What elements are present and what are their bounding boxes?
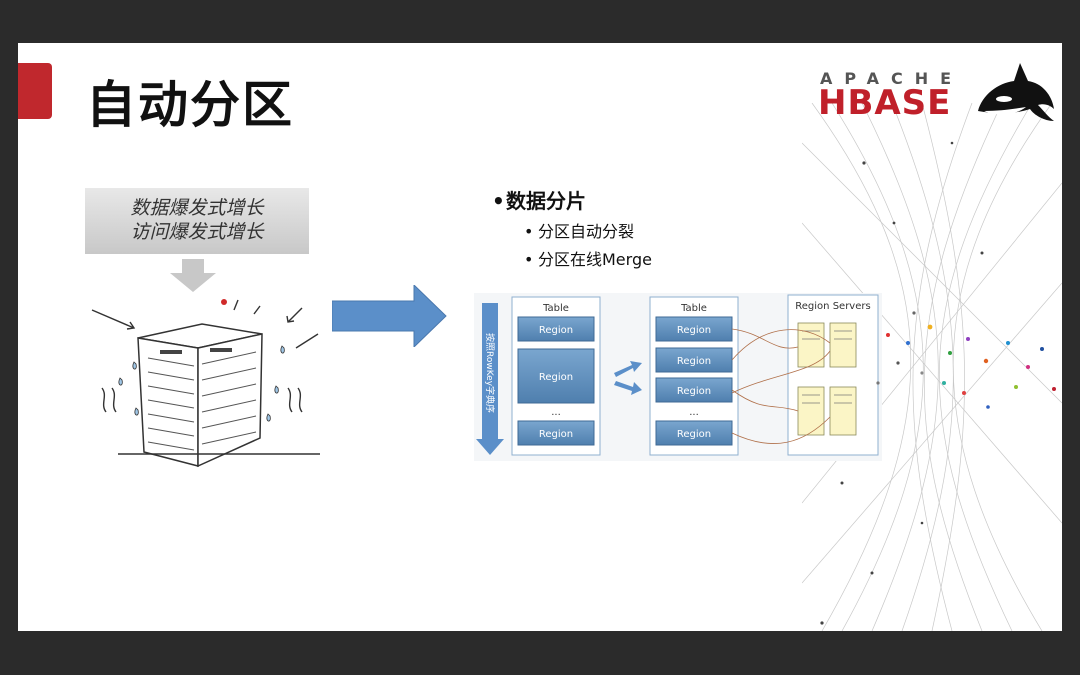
logo-apache-text: APACHE bbox=[820, 69, 964, 88]
rowkey-arrow-head bbox=[476, 439, 504, 455]
region-diagram: 按照RowKey字典序 Table Region Region ... Regi… bbox=[474, 293, 882, 461]
right-arrow-icon bbox=[332, 285, 447, 347]
table2-label: Table bbox=[680, 303, 707, 314]
hbase-logo: APACHE HBASE bbox=[818, 57, 1058, 137]
table2-region-2-label: Region bbox=[677, 356, 711, 367]
orca-icon bbox=[978, 63, 1054, 121]
servers-label: Region Servers bbox=[795, 301, 870, 312]
split-arrow-down-icon bbox=[614, 381, 642, 395]
decorative-dots bbox=[876, 311, 1056, 409]
bullet-main-text: 数据分片 bbox=[506, 189, 586, 213]
rowkey-arrow-bar bbox=[482, 303, 498, 441]
slide: 自动分区 APACHE HBASE 数据爆发式增长 访问爆发式增长 bbox=[18, 43, 1062, 631]
table1-region-3 bbox=[517, 420, 595, 446]
rowkey-label: 按照RowKey字典序 bbox=[484, 333, 496, 413]
bullet-sub-2: •分区在线Merge bbox=[524, 250, 652, 269]
table1-region-3-label: Region bbox=[539, 429, 573, 440]
growth-box: 数据爆发式增长 访问爆发式增长 bbox=[85, 188, 309, 254]
down-arrow-icon bbox=[170, 259, 216, 292]
title-accent-bar bbox=[18, 63, 52, 119]
bullet-sub-1: •分区自动分裂 bbox=[524, 222, 635, 241]
bullet-sub-2-text: 分区在线Merge bbox=[538, 250, 652, 269]
table2-ellipsis: ... bbox=[689, 407, 699, 418]
table2-region-4-label: Region bbox=[677, 429, 711, 440]
region-links bbox=[731, 328, 831, 444]
logo-hbase-text: HBASE bbox=[818, 83, 952, 123]
bullet-list: •数据分片 •分区自动分裂 •分区在线Merge bbox=[492, 185, 652, 270]
table2-region-3 bbox=[655, 377, 733, 403]
growth-line-2: 访问爆发式增长 bbox=[130, 221, 264, 243]
table1-region-2-label: Region bbox=[539, 372, 573, 383]
table2-region-1 bbox=[655, 316, 733, 342]
bullet-main: •数据分片 bbox=[492, 189, 586, 213]
server-illustration bbox=[91, 299, 320, 468]
decorative-lines bbox=[802, 103, 1062, 631]
bullet-sub-1-text: 分区自动分裂 bbox=[538, 222, 635, 241]
table2-region-3-label: Region bbox=[677, 386, 711, 397]
table1-label: Table bbox=[542, 303, 569, 314]
table1-region-1-label: Region bbox=[539, 325, 573, 336]
growth-line-1: 数据爆发式增长 bbox=[130, 197, 264, 219]
table1-region-2 bbox=[517, 348, 595, 404]
page-title: 自动分区 bbox=[86, 76, 294, 134]
table1-region-1 bbox=[517, 316, 595, 342]
table2-region-1-label: Region bbox=[677, 325, 711, 336]
table1-ellipsis: ... bbox=[551, 407, 561, 418]
table2-region-2 bbox=[655, 347, 733, 373]
split-arrow-up-icon bbox=[614, 361, 642, 377]
